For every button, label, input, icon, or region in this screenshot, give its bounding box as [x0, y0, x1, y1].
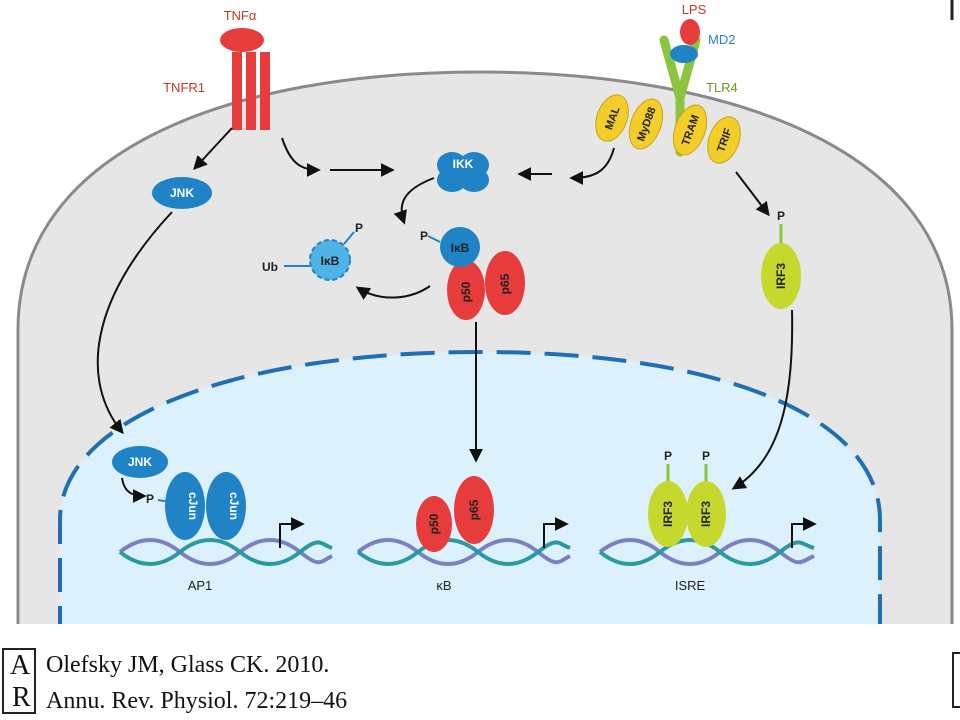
irf3-phosphorylated-cytoplasm: P IRF3 — [761, 209, 801, 309]
svg-text:IRF3: IRF3 — [661, 501, 675, 527]
jnk-phosphorylation-arrow — [121, 477, 147, 503]
svg-text:p65: p65 — [498, 273, 512, 294]
svg-text:P: P — [777, 209, 785, 223]
citation-authors: Olefsky JM, Glass CK. 2010. — [46, 652, 330, 678]
svg-text:JNK: JNK — [128, 455, 152, 469]
svg-text:cJun: cJun — [186, 492, 200, 520]
tnfr1-label: TNFR1 — [163, 80, 205, 95]
svg-text:p65: p65 — [467, 499, 481, 520]
myd88-adaptor: MyD88 — [628, 98, 664, 150]
ikb-ubiquitinated: IκB Ub P — [262, 221, 363, 281]
trif-adaptor: TRIF — [707, 116, 741, 164]
md2-label: MD2 — [708, 32, 735, 47]
annual-reviews-logo: A R — [2, 648, 36, 714]
svg-text:IκB: IκB — [451, 241, 470, 255]
jnk-nuclear: JNK — [112, 446, 168, 478]
svg-text:P: P — [355, 221, 363, 235]
svg-text:p50: p50 — [427, 513, 441, 534]
svg-text:P: P — [702, 449, 710, 463]
page-edge-bracket — [952, 652, 960, 708]
tnfa-ligand — [220, 28, 264, 52]
svg-text:IRF3: IRF3 — [774, 263, 788, 289]
irf3-dimer-nuclear: P P IRF3 IRF3 — [648, 449, 726, 547]
jnk-cytoplasmic: JNK — [152, 177, 212, 209]
bottom-white-band — [0, 624, 960, 720]
ikk-complex: IKK — [437, 152, 489, 192]
svg-text:Ub: Ub — [262, 260, 278, 274]
cjun-phospho-label: P — [146, 492, 154, 506]
tlr4-label: TLR4 — [706, 80, 738, 95]
ikb-p50-p65-complex: IκB P p50 p65 — [420, 227, 525, 320]
nuclear-envelope — [58, 349, 882, 640]
svg-text:p50: p50 — [459, 281, 473, 302]
tnfr1-receptor — [232, 52, 270, 130]
md2-protein — [670, 45, 698, 63]
svg-text:cJun: cJun — [227, 492, 241, 520]
kb-label: κB — [436, 578, 451, 593]
tram-adaptor: TRAM — [672, 104, 708, 156]
lps-label: LPS — [682, 2, 707, 17]
citation-journal: Annu. Rev. Physiol. 72:219–46 — [46, 688, 348, 714]
lps-ligand — [680, 19, 700, 45]
tnfa-label: TNFα — [224, 8, 257, 23]
dna-helix-ap1 — [118, 538, 333, 566]
svg-text:JNK: JNK — [170, 186, 194, 200]
dna-helix-kb — [356, 538, 571, 566]
signal-arrows — [96, 127, 794, 490]
svg-text:P: P — [664, 449, 672, 463]
dna-helix-isre — [598, 538, 815, 566]
transcription-start-arrows — [279, 517, 817, 548]
isre-label: ISRE — [675, 578, 706, 593]
svg-text:P: P — [420, 229, 428, 243]
mal-adaptor: MAL — [595, 94, 629, 142]
ap1-label: AP1 — [188, 578, 213, 593]
svg-text:IKK: IKK — [453, 157, 474, 171]
svg-text:IκB: IκB — [321, 254, 340, 268]
cjun-dimer: cJun cJun — [165, 472, 246, 540]
p50-p65-nuclear: p50 p65 — [416, 476, 494, 552]
svg-text:IRF3: IRF3 — [699, 501, 713, 527]
